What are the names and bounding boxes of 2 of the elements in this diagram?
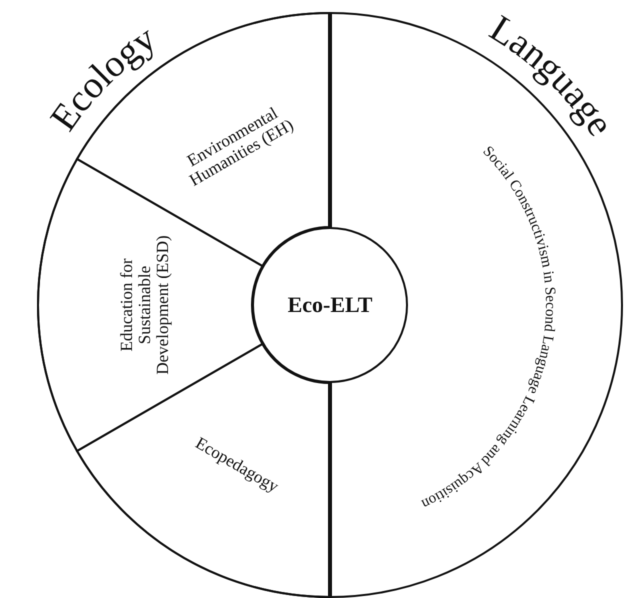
segment-label: Education for Sustainable Development (ESD)	[118, 234, 172, 377]
center-label: Eco-ELT	[288, 292, 372, 318]
